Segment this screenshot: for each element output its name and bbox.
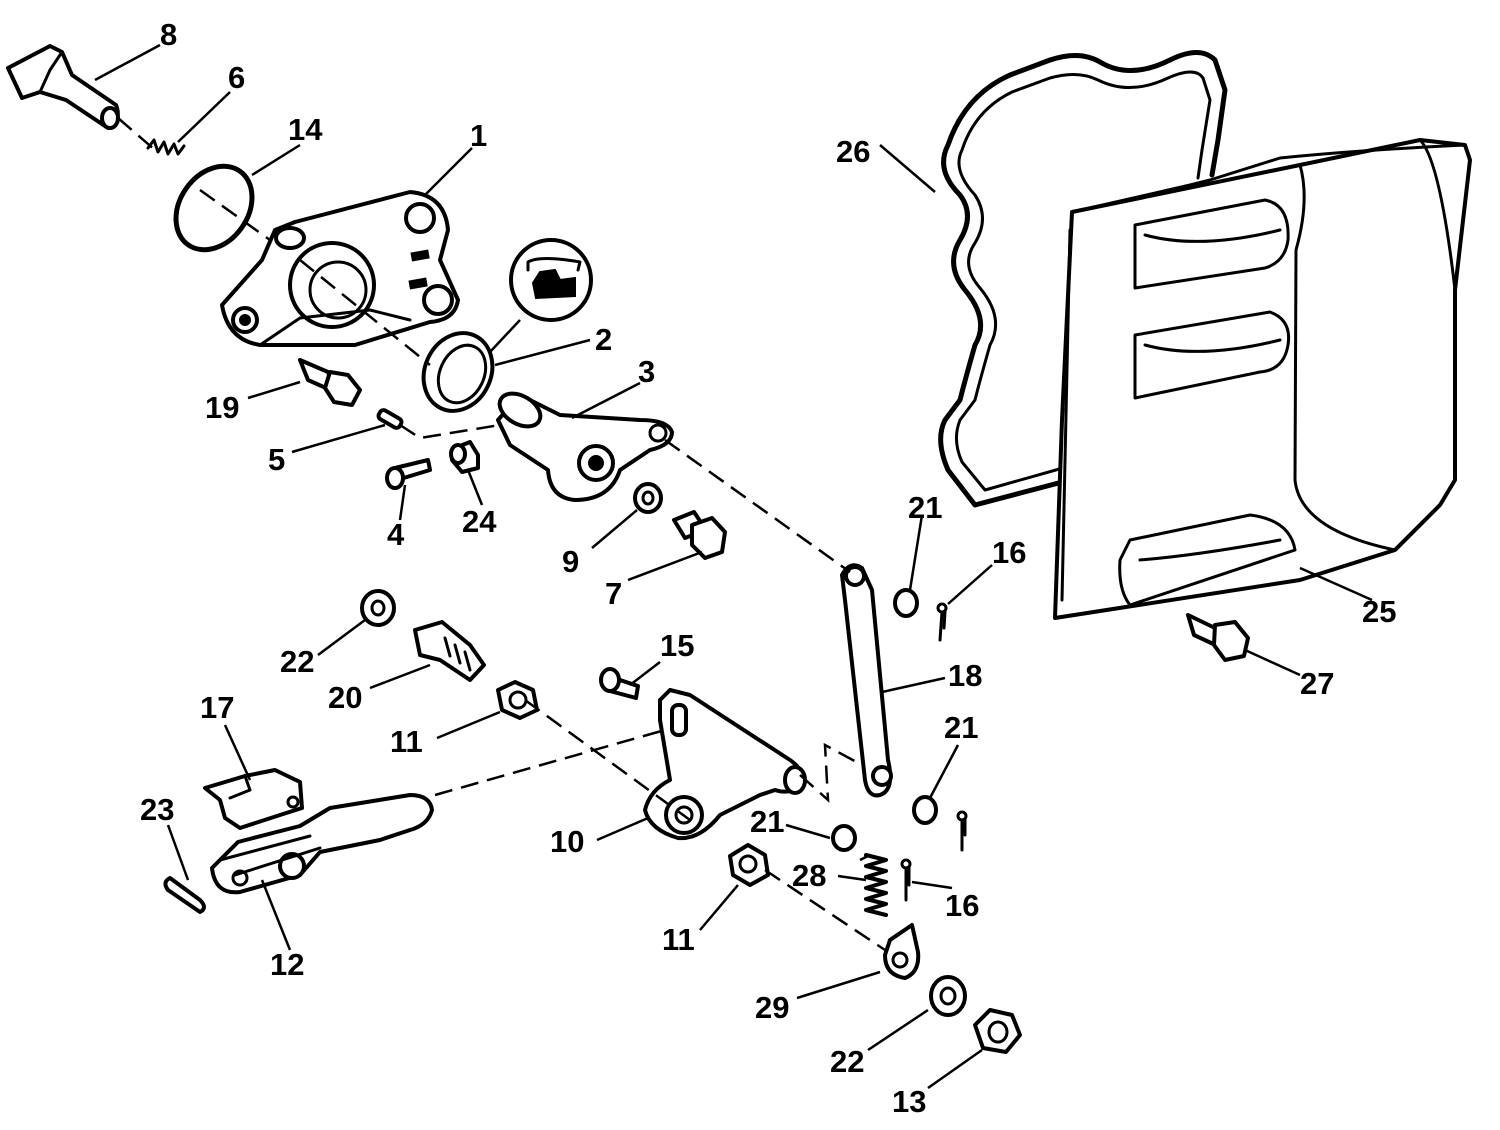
- screw-15: [599, 667, 640, 700]
- cotter-pin-16-top: [936, 602, 948, 642]
- callout-21-top: 21: [908, 490, 942, 525]
- housing-1: [220, 190, 460, 347]
- nut-13: [973, 1008, 1022, 1054]
- callout-20: 20: [328, 680, 362, 715]
- callout-11-upper: 11: [390, 724, 423, 759]
- nut-11-upper: [496, 680, 539, 720]
- callout-27: 27: [1300, 666, 1334, 701]
- callout-25: 25: [1362, 594, 1396, 629]
- washer-21-top: [893, 588, 919, 618]
- washer-21-mid: [912, 795, 938, 825]
- pin-8: [6, 44, 120, 130]
- callout-18: 18: [948, 658, 982, 693]
- callout-3: 3: [638, 354, 655, 389]
- callout-7: 7: [605, 576, 622, 611]
- washer-9: [633, 482, 663, 514]
- assembly-lines: [117, 117, 886, 952]
- callout-16-top: 16: [992, 535, 1026, 570]
- callout-24: 24: [462, 504, 497, 539]
- callout-28: 28: [792, 858, 826, 893]
- o-ring-14: [173, 163, 255, 253]
- seal-detail-inset: [509, 238, 593, 322]
- link-rod-18: [840, 563, 893, 798]
- leader-lines: [94, 43, 1373, 1090]
- pin-23: [163, 876, 206, 914]
- lever-12: [210, 793, 434, 895]
- callout-21-mid: 21: [944, 710, 978, 745]
- callout-29: 29: [755, 990, 789, 1025]
- cotter-pin-16-right: [956, 810, 968, 852]
- bracket-17: [203, 768, 304, 830]
- callout-2: 2: [595, 322, 612, 357]
- callout-9: 9: [562, 544, 579, 579]
- callout-22-bottom: 22: [830, 1044, 864, 1079]
- gasket-26: [938, 50, 1228, 508]
- cover-25: [1053, 138, 1472, 620]
- cotter-pin-16-low: [900, 858, 912, 902]
- callout-26: 26: [836, 134, 870, 169]
- callout-13: 13: [892, 1084, 926, 1119]
- nut-11-lower: [728, 843, 770, 887]
- callout-5: 5: [268, 442, 285, 477]
- bushing-24: [449, 440, 480, 474]
- callout-labels: 8 6 14 1 2 3 19 5 4 24 9 7 26 25 27 21 1…: [140, 17, 1396, 1119]
- callout-21-low: 21: [750, 804, 784, 839]
- callout-17: 17: [200, 690, 234, 725]
- callout-12: 12: [270, 947, 304, 982]
- callout-22-top: 22: [280, 644, 314, 679]
- callout-1: 1: [470, 118, 487, 153]
- callout-11-lower: 11: [662, 922, 695, 957]
- callout-15: 15: [660, 628, 694, 663]
- bolt-19: [298, 358, 362, 407]
- callout-6: 6: [228, 60, 245, 95]
- callout-14: 14: [288, 112, 323, 147]
- spring-28: [864, 853, 888, 917]
- callout-10: 10: [550, 824, 584, 859]
- washer-21-low: [831, 824, 857, 852]
- callout-8: 8: [160, 17, 177, 52]
- shaft-arm-3: [496, 391, 674, 502]
- bolt-27: [1186, 613, 1250, 662]
- washer-22-bottom: [929, 975, 967, 1017]
- callout-19: 19: [205, 390, 239, 425]
- callout-23: 23: [140, 792, 174, 827]
- stud-20: [413, 620, 486, 682]
- callout-16-low: 16: [945, 888, 979, 923]
- spring-6: [146, 138, 186, 156]
- bolt-7: [672, 510, 727, 560]
- seal-2: [421, 331, 495, 413]
- plate-29: [883, 923, 921, 980]
- washer-22-top: [360, 589, 396, 627]
- screw-4: [385, 458, 432, 490]
- callout-4: 4: [387, 517, 405, 552]
